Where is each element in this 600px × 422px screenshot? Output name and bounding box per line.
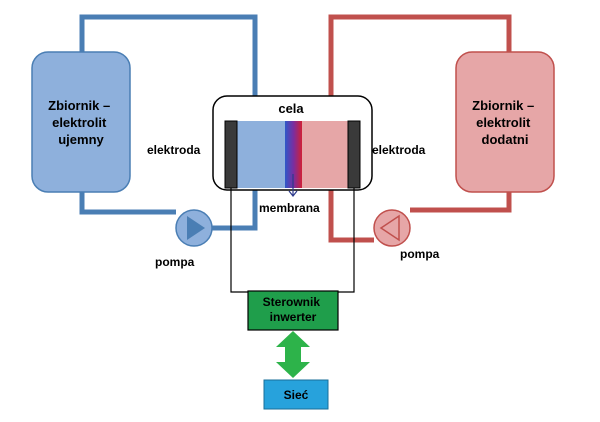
positive-return-pipe [328, 14, 512, 122]
electrical-wires [230, 188, 355, 293]
negative-tank-label-line-1: Zbiornik – [48, 98, 110, 113]
cell-label: cela [278, 101, 304, 116]
bidirectional-arrow-icon [276, 331, 310, 378]
negative-electrolyte-pipes [79, 14, 258, 231]
negative-supply-pipe [79, 192, 176, 215]
electrode-left-label: elektroda [147, 143, 201, 157]
positive-electrolyte-pipes [328, 14, 512, 243]
grid-label: Sieć [284, 388, 309, 402]
electrode-right-label: elektroda [372, 143, 426, 157]
pump-right-arrow-icon [379, 214, 400, 242]
positive-supply-pipe [410, 192, 512, 213]
negative-electrolyte-tank [31, 51, 131, 193]
positive-tank-label-line-3: dodatni [482, 132, 529, 147]
negative-tank-label: Zbiornik – elektrolit ujemny [48, 98, 114, 147]
membrane-pointer-arrowhead [288, 190, 298, 197]
wire-left [230, 188, 248, 293]
pump-left-arrow-icon [187, 216, 205, 240]
controller-label-line-1: Sterownik [263, 295, 321, 309]
pump-left-label: pompa [155, 255, 195, 269]
pump-right-label: pompa [400, 247, 440, 261]
positive-half-cell [302, 121, 348, 188]
positive-pump-outlet-pipe [328, 190, 374, 243]
wire-right [338, 188, 355, 293]
membrane [285, 121, 302, 188]
negative-return-pipe [79, 14, 258, 122]
positive-tank-label-line-1: Zbiornik – [472, 98, 534, 113]
controller-inverter-box [247, 290, 339, 331]
membrane-label: membrana [259, 201, 320, 215]
grid-box [263, 379, 329, 410]
negative-half-cell [237, 121, 285, 188]
negative-tank-label-line-3: ujemny [58, 132, 104, 147]
negative-pump-outlet-pipe [212, 190, 258, 231]
positive-tank-label-line-2: elektrolit [476, 115, 531, 130]
electrode-right [347, 120, 361, 189]
positive-electrolyte-tank [455, 51, 555, 193]
controller-inverter-label: Sterownik inwerter [263, 295, 324, 324]
controller-label-line-2: inwerter [270, 310, 317, 324]
electrode-left [224, 120, 238, 189]
negative-tank-label-line-2: elektrolit [52, 115, 107, 130]
positive-tank-label: Zbiornik – elektrolit dodatni [472, 98, 538, 147]
